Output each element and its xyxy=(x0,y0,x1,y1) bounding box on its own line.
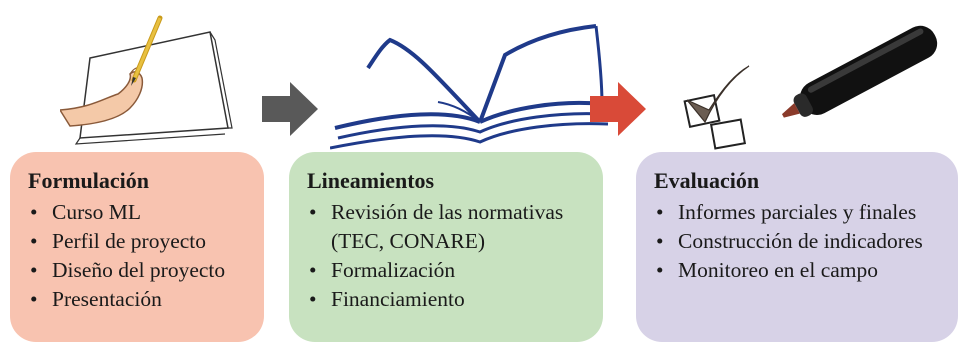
step-title: Formulación xyxy=(28,168,149,193)
step-title: Lineamientos xyxy=(307,168,435,193)
arrow-right-icon xyxy=(590,82,646,136)
list-item: Informes parciales y finales xyxy=(654,198,958,227)
step-box-formulacion: Formulación Curso ML Perfil de proyecto … xyxy=(10,152,264,342)
step-box-evaluacion: Evaluación Informes parciales y finales … xyxy=(636,152,958,342)
step-title: Evaluación xyxy=(654,168,760,193)
step-list: Informes parciales y finales Construcció… xyxy=(654,198,958,285)
step-list: Curso ML Perfil de proyecto Diseño del p… xyxy=(28,198,264,314)
hand-writing-icon xyxy=(60,15,233,145)
arrow-right-shape xyxy=(262,82,318,136)
list-item: Presentación xyxy=(28,285,264,314)
checkbox-marker-icon xyxy=(683,25,938,150)
list-item: Formalización xyxy=(307,256,603,285)
list-item: Monitoreo en el campo xyxy=(654,256,958,285)
list-item: Construcción de indicadores xyxy=(654,227,958,256)
step-list: Revisión de las normativas (TEC, CONARE)… xyxy=(307,198,603,314)
open-book-icon xyxy=(330,24,609,150)
list-item: Curso ML xyxy=(28,198,264,227)
step-box-lineamientos: Lineamientos Revisión de las normativas … xyxy=(289,152,603,342)
arrow-right-shape xyxy=(590,82,646,136)
list-item: Revisión de las normativas (TEC, CONARE) xyxy=(307,198,603,256)
list-item-line: (TEC, CONARE) xyxy=(331,229,486,253)
list-item: Perfil de proyecto xyxy=(28,227,264,256)
list-item-line: Revisión de las normativas xyxy=(331,200,564,224)
arrow-right-icon xyxy=(262,82,318,136)
list-item: Financiamiento xyxy=(307,285,603,314)
list-item: Diseño del proyecto xyxy=(28,256,264,285)
